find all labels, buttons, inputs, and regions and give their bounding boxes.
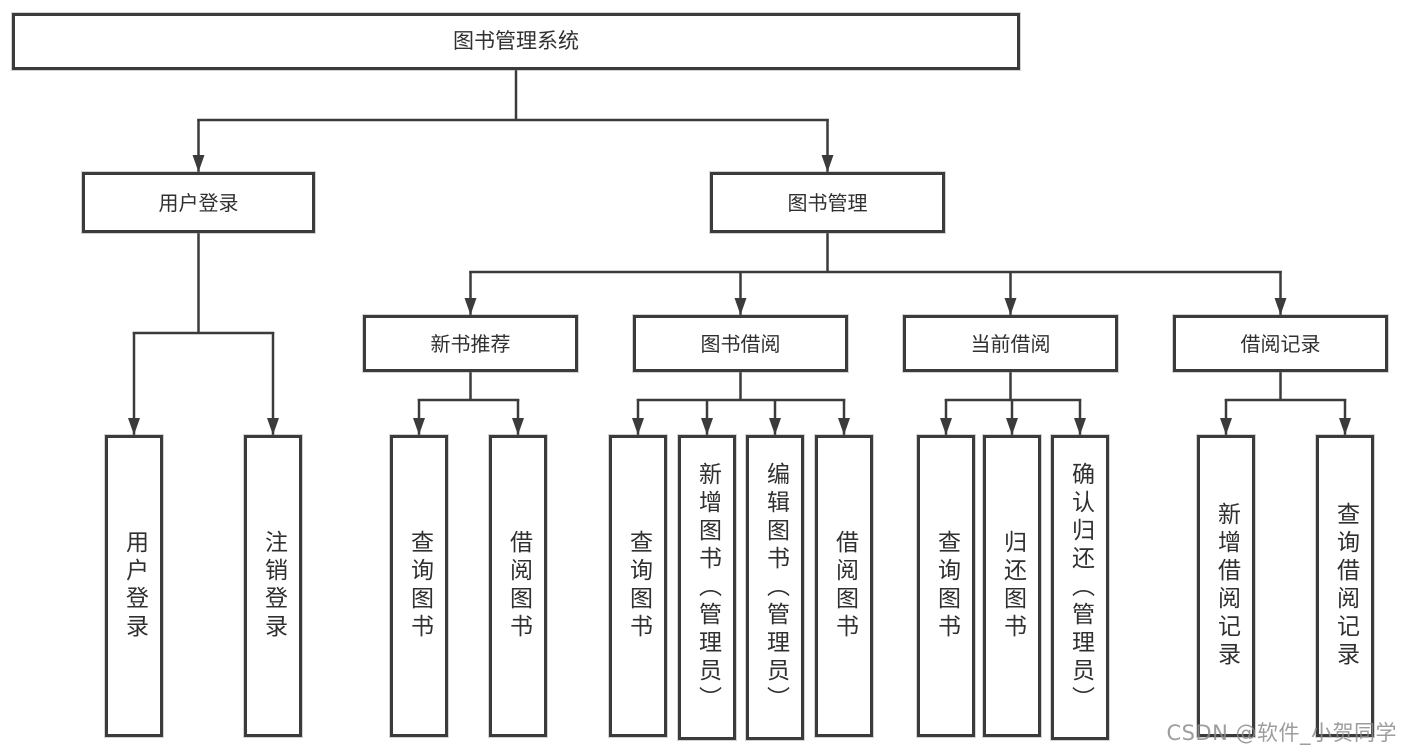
node-cb-return: 归还图书 <box>983 435 1041 737</box>
node-nb-query: 查询图书 <box>390 435 448 737</box>
node-label-book-mgmt: 图书管理 <box>787 190 868 215</box>
node-label-user-login-group: 用户登录 <box>158 190 239 215</box>
node-borrow-records: 借阅记录 <box>1173 315 1388 372</box>
node-root: 图书管理系统 <box>12 13 1020 70</box>
node-bb-borrow: 借阅图书 <box>815 435 873 737</box>
node-cb-query: 查询图书 <box>917 435 975 737</box>
node-bb-query: 查询图书 <box>609 435 667 737</box>
node-cb-confirm: 确认归还（管理员） <box>1051 435 1109 740</box>
node-br-add: 新增借阅记录 <box>1197 435 1255 737</box>
watermark: CSDN @软件_小贺同学 <box>1166 721 1397 745</box>
node-leaf-user-login: 用户登录 <box>105 435 163 737</box>
node-br-query: 查询借阅记录 <box>1316 435 1374 737</box>
node-nb-borrow: 借阅图书 <box>489 435 547 737</box>
node-label-book-borrow: 图书借阅 <box>700 331 781 356</box>
node-bb-edit: 编辑图书（管理员） <box>746 435 804 740</box>
node-label-leaf-user-login: 用户登录 <box>121 530 148 642</box>
node-current-borrow: 当前借阅 <box>903 315 1118 372</box>
node-label-borrow-records: 借阅记录 <box>1240 331 1321 356</box>
node-label-cb-query: 查询图书 <box>933 530 960 642</box>
node-label-br-add: 新增借阅记录 <box>1213 502 1240 670</box>
node-bb-add: 新增图书（管理员） <box>678 435 736 740</box>
node-label-leaf-logout: 注销登录 <box>260 530 287 642</box>
node-label-cb-confirm: 确认归还（管理员） <box>1067 461 1094 714</box>
node-label-current-borrow: 当前借阅 <box>970 331 1051 356</box>
node-label-nb-query: 查询图书 <box>406 530 433 642</box>
node-label-cb-return: 归还图书 <box>999 530 1026 642</box>
node-book-borrow: 图书借阅 <box>633 315 848 372</box>
node-label-bb-query: 查询图书 <box>625 530 652 642</box>
node-label-nb-borrow: 借阅图书 <box>505 530 532 642</box>
node-new-book-rec: 新书推荐 <box>363 315 578 372</box>
node-user-login-group: 用户登录 <box>82 172 315 233</box>
node-label-bb-edit: 编辑图书（管理员） <box>762 461 789 714</box>
node-label-bb-borrow: 借阅图书 <box>831 530 858 642</box>
node-label-br-query: 查询借阅记录 <box>1332 502 1359 670</box>
node-leaf-logout: 注销登录 <box>244 435 302 737</box>
node-book-mgmt: 图书管理 <box>710 172 945 233</box>
node-label-bb-add: 新增图书（管理员） <box>694 461 721 714</box>
node-label-new-book-rec: 新书推荐 <box>430 331 511 356</box>
node-label-root: 图书管理系统 <box>453 29 579 53</box>
